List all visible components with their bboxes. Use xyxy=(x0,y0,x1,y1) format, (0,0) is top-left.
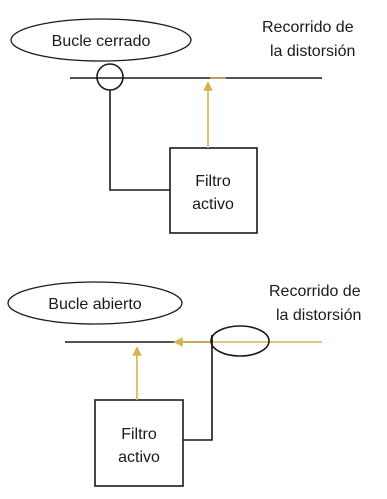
closed-loop-filter-box xyxy=(169,147,258,234)
open-loop-section: Bucle abierto Recorrido de la distorsión… xyxy=(7,281,361,487)
open-loop-path-label-line2: la distorsión xyxy=(276,307,361,324)
open-loop-filter-line1: Filtro xyxy=(121,426,157,443)
closed-loop-sensor-circle xyxy=(96,63,124,91)
closed-loop-feedback-wire xyxy=(109,90,170,191)
closed-loop-section: Bucle cerrado Recorrido de la distorsión… xyxy=(10,18,355,234)
closed-loop-path-label-line1: Recorrido de xyxy=(262,19,354,36)
open-loop-path-label-line1: Recorrido de xyxy=(269,283,361,300)
closed-loop-path-label-line2: la distorsión xyxy=(270,43,355,60)
open-loop-feedback-wire xyxy=(183,349,213,441)
open-loop-sensor-ellipse xyxy=(210,325,270,357)
open-loop-label: Bucle abierto xyxy=(48,296,141,313)
open-loop-filter-line2: activo xyxy=(118,449,160,466)
closed-loop-ellipse xyxy=(10,18,192,62)
closed-loop-label: Bucle cerrado xyxy=(52,33,151,50)
open-loop-filter-box xyxy=(94,399,184,487)
closed-loop-filter-line2: activo xyxy=(192,196,234,213)
open-loop-ellipse xyxy=(7,281,183,325)
closed-loop-filter-line1: Filtro xyxy=(195,173,231,190)
